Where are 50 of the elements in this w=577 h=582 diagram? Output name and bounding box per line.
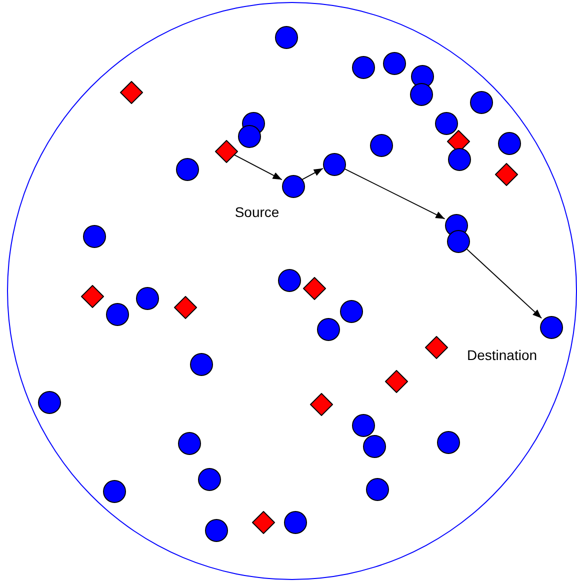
circle-node	[322, 152, 346, 176]
diamond-node	[384, 370, 408, 392]
circle-node	[434, 112, 458, 134]
diamond-node	[424, 336, 448, 358]
circle-node	[284, 510, 306, 534]
circle-node	[540, 316, 562, 338]
diamond-node	[252, 510, 274, 534]
arrow	[302, 168, 324, 180]
diamond-node	[80, 284, 104, 308]
text-label: Destination	[466, 347, 538, 363]
circle-node	[352, 56, 374, 78]
circle-node	[274, 26, 298, 48]
circle-node	[340, 300, 362, 322]
circle-node	[316, 318, 340, 340]
circle-node	[178, 432, 200, 454]
circle-node	[470, 90, 492, 114]
circle-node	[448, 148, 470, 170]
circle-node	[410, 64, 434, 88]
boundary-circle	[7, 2, 577, 580]
circle-node	[198, 468, 220, 490]
diamond-node	[310, 392, 332, 416]
arrow	[232, 153, 282, 180]
circle-node	[382, 52, 406, 74]
circle-node	[370, 134, 392, 156]
circle-node	[282, 174, 304, 198]
diamond-node	[494, 162, 518, 186]
circle-node	[366, 478, 388, 500]
diamond-node	[302, 276, 326, 300]
circle-node	[136, 286, 158, 310]
circle-node	[436, 430, 460, 454]
diamond-node	[120, 80, 142, 104]
circle-node	[190, 352, 212, 376]
diamond-node	[214, 140, 238, 162]
circle-node	[352, 414, 374, 436]
circle-node	[176, 158, 198, 180]
circle-node	[102, 480, 126, 502]
arrow	[342, 168, 446, 220]
circle-node	[204, 518, 228, 542]
diamond-node	[174, 296, 196, 318]
circle-node	[238, 124, 260, 148]
circle-node	[362, 434, 386, 458]
circle-node	[498, 132, 520, 154]
circle-node	[446, 230, 470, 252]
circle-node	[410, 82, 432, 106]
arrow	[464, 247, 542, 319]
text-label: Source	[234, 204, 280, 220]
circle-node	[278, 268, 300, 292]
circle-node	[82, 224, 106, 248]
circle-node	[106, 302, 128, 326]
circle-node	[38, 390, 60, 414]
